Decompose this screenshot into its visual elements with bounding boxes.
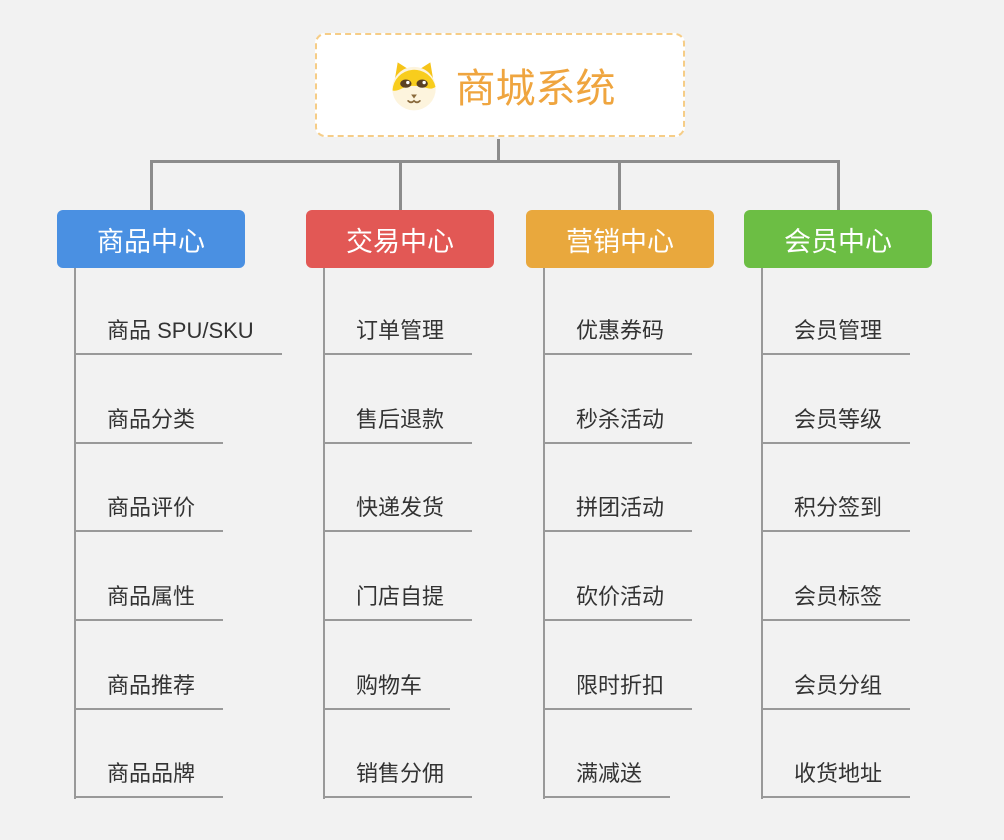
leaf-product-category[interactable]: 商品分类 xyxy=(74,407,224,444)
trunk-line-marketing-center xyxy=(543,268,545,799)
connector-root-stem xyxy=(497,139,500,163)
leaf-limited-time-discount[interactable]: 限时折扣 xyxy=(543,673,693,710)
branch-node-member-center[interactable]: 会员中心 xyxy=(744,210,932,268)
branch-node-product-center[interactable]: 商品中心 xyxy=(57,210,245,268)
leaf-product-brand[interactable]: 商品品牌 xyxy=(74,761,224,798)
branch-label-member-center: 会员中心 xyxy=(784,226,892,257)
leaf-flash-sale[interactable]: 秒杀活动 xyxy=(543,407,693,444)
leaf-member-tag[interactable]: 会员标签 xyxy=(761,584,911,621)
leaf-member-level[interactable]: 会员等级 xyxy=(761,407,911,444)
branch-node-trade-center[interactable]: 交易中心 xyxy=(306,210,494,268)
leaf-product-review[interactable]: 商品评价 xyxy=(74,495,224,532)
leaf-shipping-address[interactable]: 收货地址 xyxy=(761,761,911,798)
leaf-product-spu-sku[interactable]: 商品 SPU/SKU xyxy=(74,318,282,355)
leaf-coupon-code[interactable]: 优惠券码 xyxy=(543,318,693,355)
leaf-after-sales-refund[interactable]: 售后退款 xyxy=(323,407,473,444)
trunk-line-product-center xyxy=(74,268,76,799)
leaf-group-buy[interactable]: 拼团活动 xyxy=(543,495,693,532)
leaf-product-recommend[interactable]: 商品推荐 xyxy=(74,673,224,710)
connector-horizontal-bus xyxy=(150,160,838,163)
branch-label-product-center: 商品中心 xyxy=(97,226,205,257)
connector-drop-products xyxy=(150,160,153,210)
leaf-product-attribute[interactable]: 商品属性 xyxy=(74,584,224,621)
leaf-member-management[interactable]: 会员管理 xyxy=(761,318,911,355)
leaf-bargain-activity[interactable]: 砍价活动 xyxy=(543,584,693,621)
connector-drop-member xyxy=(837,160,840,210)
leaf-points-checkin[interactable]: 积分签到 xyxy=(761,495,911,532)
branch-node-marketing-center[interactable]: 营销中心 xyxy=(526,210,714,268)
root-title: 商城系统 xyxy=(455,67,616,111)
leaf-full-reduction[interactable]: 满减送 xyxy=(543,761,671,798)
leaf-member-group[interactable]: 会员分组 xyxy=(761,673,911,710)
trunk-line-member-center xyxy=(761,268,763,799)
branch-label-marketing-center: 营销中心 xyxy=(566,226,674,257)
leaf-order-management[interactable]: 订单管理 xyxy=(323,318,473,355)
leaf-store-pickup[interactable]: 门店自提 xyxy=(323,584,473,621)
leaf-sales-commission[interactable]: 销售分佣 xyxy=(323,761,473,798)
leaf-shopping-cart[interactable]: 购物车 xyxy=(323,673,451,710)
leaf-express-delivery[interactable]: 快递发货 xyxy=(323,495,473,532)
root-node[interactable]: 商城系统 xyxy=(315,33,685,137)
branch-label-trade-center: 交易中心 xyxy=(346,226,454,257)
trunk-line-trade-center xyxy=(323,268,325,799)
shiba-dog-face-icon xyxy=(391,62,436,111)
connector-drop-trade xyxy=(399,160,402,210)
connector-drop-marketing xyxy=(618,160,621,210)
